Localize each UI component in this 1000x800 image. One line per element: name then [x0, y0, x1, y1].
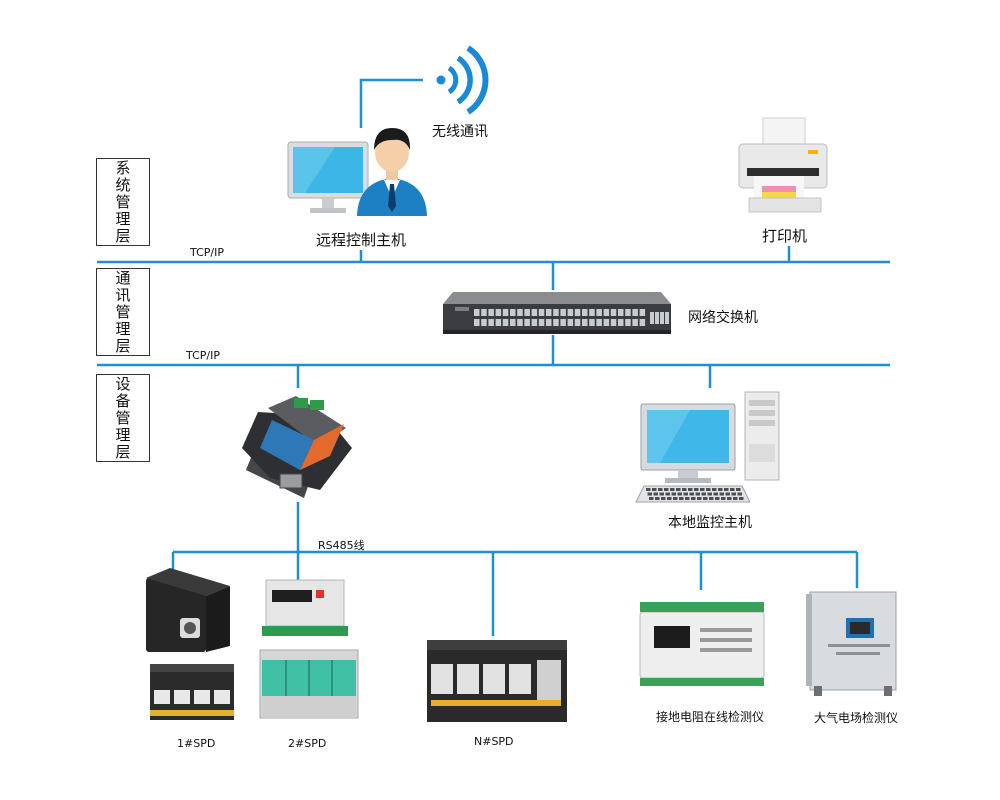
- switch-ports: [474, 309, 669, 326]
- person-icon: [357, 128, 427, 216]
- wifi-link: [359, 78, 423, 128]
- rs485-label: RS485线: [318, 539, 365, 552]
- local-host-label: 本地监控主机: [668, 515, 752, 531]
- spd2-label: 2#SPD: [288, 737, 327, 750]
- printer-label: 打印机: [762, 227, 808, 245]
- connection-lines: [97, 78, 890, 636]
- ground-monitor-label: 接地电阻在线检测仪: [656, 710, 765, 724]
- layer-device: 设备管理层: [96, 374, 150, 462]
- layer-device-label: 设备管理层: [113, 375, 132, 461]
- spd1-label: 1#SPD: [177, 737, 216, 750]
- keyboard-keys: [646, 488, 744, 500]
- layer-communication-label: 通讯管理层: [113, 269, 132, 355]
- spdn-label: N#SPD: [474, 735, 514, 748]
- monitor-device-icon: [639, 602, 765, 686]
- serial-server-icon: [242, 396, 352, 498]
- layer-system: 系统管理层: [96, 158, 150, 246]
- printer-icon: [738, 117, 828, 213]
- spd-module-icon: [427, 640, 567, 722]
- wireless-label: 无线通讯: [432, 124, 488, 140]
- wifi-icon: [436, 45, 489, 115]
- field-meter-icon: [806, 591, 897, 696]
- tcp-ip-label-1: TCP/IP: [190, 246, 224, 259]
- remote-host-icon: [287, 141, 369, 213]
- remote-host-label: 远程控制主机: [316, 231, 407, 249]
- desktop-pc-icon: [635, 391, 780, 503]
- network-switch-icon: [443, 292, 671, 334]
- field-monitor-label: 大气电场检测仪: [814, 711, 899, 725]
- spd-module-icon: [146, 568, 234, 720]
- tcp-ip-label-2: TCP/IP: [186, 349, 220, 362]
- layer-communication: 通讯管理层: [96, 268, 150, 356]
- switch-label: 网络交换机: [688, 310, 758, 326]
- spd-module-icon: [259, 579, 359, 719]
- layer-system-label: 系统管理层: [113, 159, 132, 245]
